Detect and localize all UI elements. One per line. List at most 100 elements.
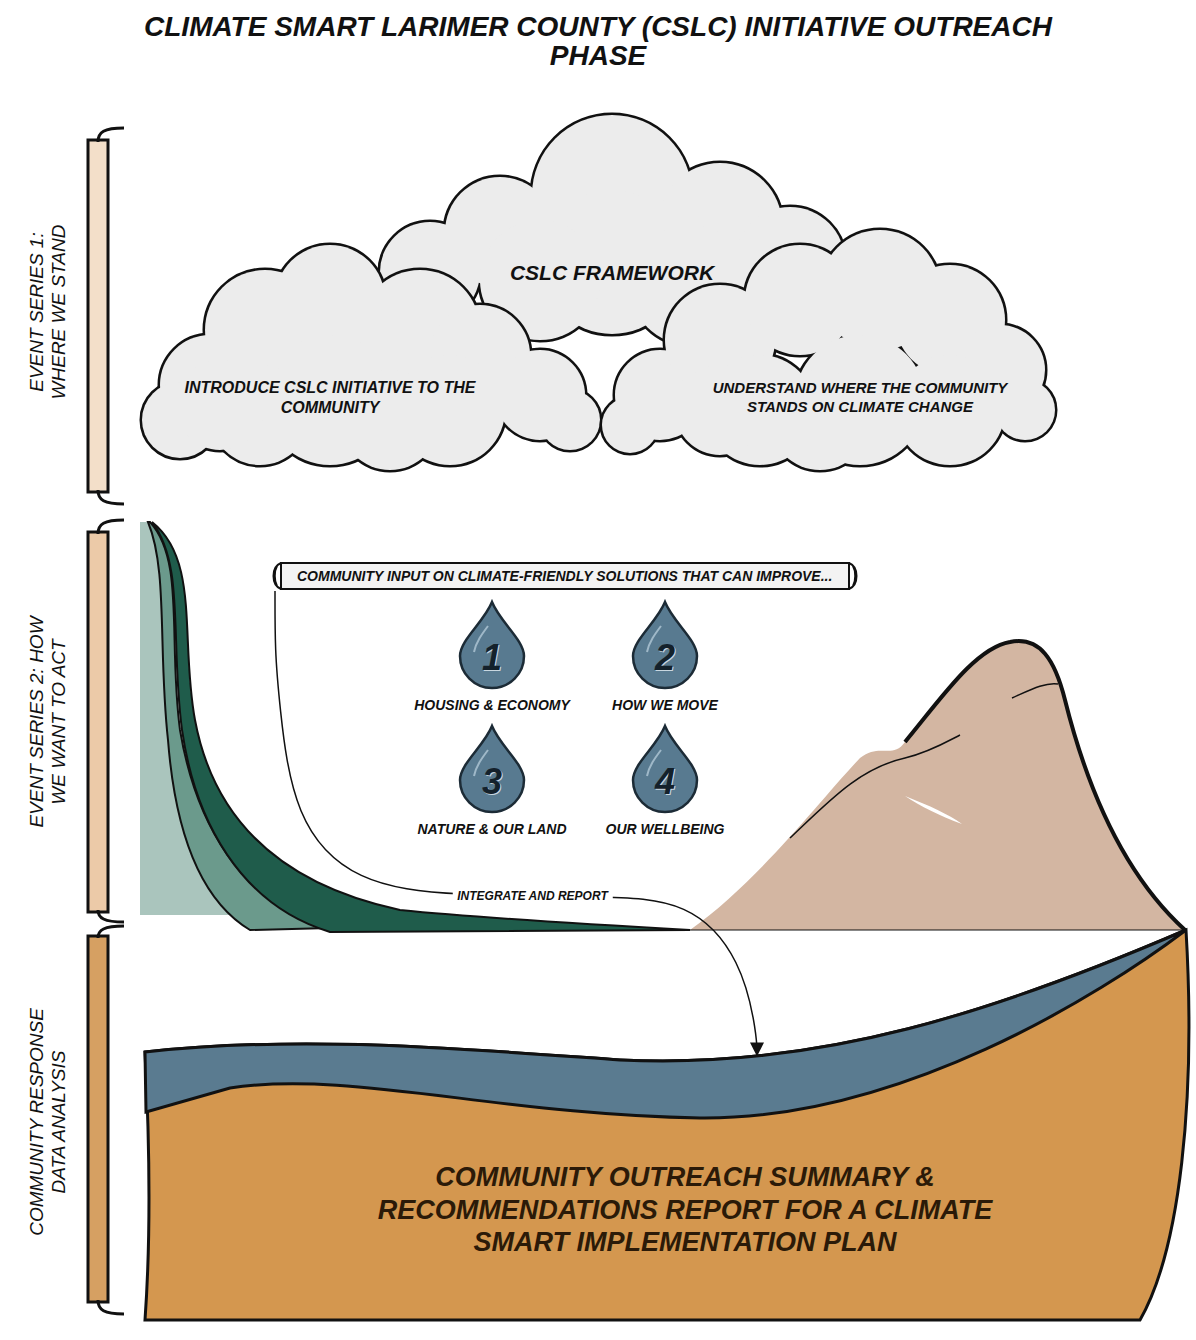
phase-label: EVENT SERIES 1: WHERE WE STAND <box>26 212 70 412</box>
topic-label: HOW WE MOVE <box>565 696 765 714</box>
cloud-outline-part <box>395 355 505 465</box>
cloud-outline <box>142 245 600 470</box>
cloud-outline-part <box>532 115 692 275</box>
timeline-bracket <box>88 128 124 1314</box>
edge-label-holder: INTEGRATE AND REPORT <box>452 888 612 905</box>
cloud-outline-part <box>630 225 750 345</box>
cloud-fill-part <box>360 270 480 390</box>
cloud-outline-part <box>745 245 855 355</box>
cloud-fill-part <box>540 390 600 450</box>
cloud-text: UNDERSTAND WHERE THE COMMUNITY STANDS ON… <box>685 379 1035 417</box>
cloud-fill-part <box>175 360 265 450</box>
bracket-curl <box>98 1300 124 1314</box>
cloud-outline-part <box>205 270 325 390</box>
topic-drop: 1HOUSING & ECONOMY <box>392 600 592 718</box>
cloud-fill-part <box>615 350 705 440</box>
bracket-curl <box>98 926 124 938</box>
topic-drop: 4OUR WELLBEING <box>565 724 765 842</box>
cloud-outline-part <box>275 245 385 355</box>
callout-number: 4 <box>565 724 765 820</box>
cloud-fill-part <box>820 230 940 350</box>
mountain-ridge <box>790 735 960 838</box>
cloud-outline-part <box>615 350 705 440</box>
topic-label: HOUSING & ECONOMY <box>392 696 592 714</box>
bracket-bar <box>88 936 108 1302</box>
cloud-outline-part <box>602 397 658 453</box>
cloud-fill-part <box>630 225 750 345</box>
phase-label: EVENT SERIES 2: HOW WE WANT TO ACT <box>26 602 70 842</box>
phase-label-holder: EVENT SERIES 1: WHERE WE STAND <box>26 212 70 412</box>
cloud-fill-part <box>735 207 845 317</box>
callout-number: 1 <box>392 600 592 696</box>
report-ground <box>145 930 1189 1320</box>
cloud-fill <box>602 230 1055 470</box>
callout-number: 3 <box>392 724 592 820</box>
cloud-outline-part <box>735 207 845 317</box>
cloud-fill-part <box>532 115 692 275</box>
cloud-fill-part <box>275 245 385 355</box>
cloud-outline-part <box>380 222 480 322</box>
framework-cloud: CSLC FRAMEWORK <box>300 112 920 352</box>
title-holder: CLIMATE SMART LARIMER COUNTY (CSLC) INIT… <box>0 12 1196 71</box>
topic-drop: 3NATURE & OUR LAND <box>392 724 592 842</box>
report-water <box>145 930 1186 1118</box>
banner-curl <box>274 563 282 589</box>
cloud-outline <box>602 230 1055 470</box>
mountain-outline <box>905 641 1185 930</box>
mountain <box>690 641 1185 930</box>
bracket-curl <box>98 128 124 142</box>
bracket-curl <box>98 910 124 922</box>
cloud-fill-part <box>495 350 585 440</box>
cloud-fill-part <box>602 397 658 453</box>
edge-label: INTEGRATE AND REPORT <box>452 888 612 905</box>
cloud-outline-part <box>360 270 480 390</box>
report-basin: COMMUNITY OUTREACH SUMMARY & RECOMMENDAT… <box>140 1055 1196 1320</box>
cloud-text: CSLC FRAMEWORK <box>402 260 822 286</box>
scroll-banner: COMMUNITY INPUT ON CLIMATE-FRIENDLY SOLU… <box>267 561 863 591</box>
cloud-outline <box>380 115 845 345</box>
banner-text: COMMUNITY INPUT ON CLIMATE-FRIENDLY SOLU… <box>267 561 862 591</box>
mountain-ridge <box>1012 684 1058 698</box>
topic-drop: 2HOW WE MOVE <box>565 600 765 718</box>
mountain-snow <box>905 796 962 824</box>
cloud-fill-part <box>380 222 480 322</box>
banner-curl <box>849 563 857 589</box>
cloud-fill-part <box>395 355 505 465</box>
topic-label: NATURE & OUR LAND <box>392 820 592 838</box>
phase-label: COMMUNITY RESPONSE DATA ANALYSIS <box>26 997 70 1247</box>
bracket-curl <box>98 520 124 534</box>
cloud-outline-part <box>820 230 940 350</box>
bracket-curl <box>98 490 124 504</box>
cloud-outline-part <box>665 285 775 395</box>
cloud-outline-part <box>540 390 600 450</box>
phase-label-holder: COMMUNITY RESPONSE DATA ANALYSIS <box>26 997 70 1247</box>
bracket-bar <box>88 532 108 912</box>
cloud-fill <box>142 245 600 470</box>
ground-line <box>690 930 1185 931</box>
cloud-outline-part <box>175 360 265 450</box>
cloud-fill <box>380 115 845 345</box>
mountain-body <box>690 641 1185 930</box>
cloud-fill-part <box>895 265 1005 375</box>
topic-label: OUR WELLBEING <box>565 820 765 838</box>
cloud-outline-part <box>495 350 585 440</box>
bracket-bar <box>88 140 108 492</box>
cloud-outline-part <box>895 265 1005 375</box>
callout-number: 2 <box>565 600 765 696</box>
diagram-title: CLIMATE SMART LARIMER COUNTY (CSLC) INIT… <box>118 12 1078 71</box>
cloud-fill-part <box>745 245 855 355</box>
cloud-fill-part <box>205 270 325 390</box>
phase-label-holder: EVENT SERIES 2: HOW WE WANT TO ACT <box>26 602 70 842</box>
cloud-fill-part <box>665 285 775 395</box>
report-title: COMMUNITY OUTREACH SUMMARY & RECOMMENDAT… <box>355 1161 1015 1258</box>
cloud-text: INTRODUCE CSLC INITIATIVE TO THE COMMUNI… <box>180 378 480 418</box>
